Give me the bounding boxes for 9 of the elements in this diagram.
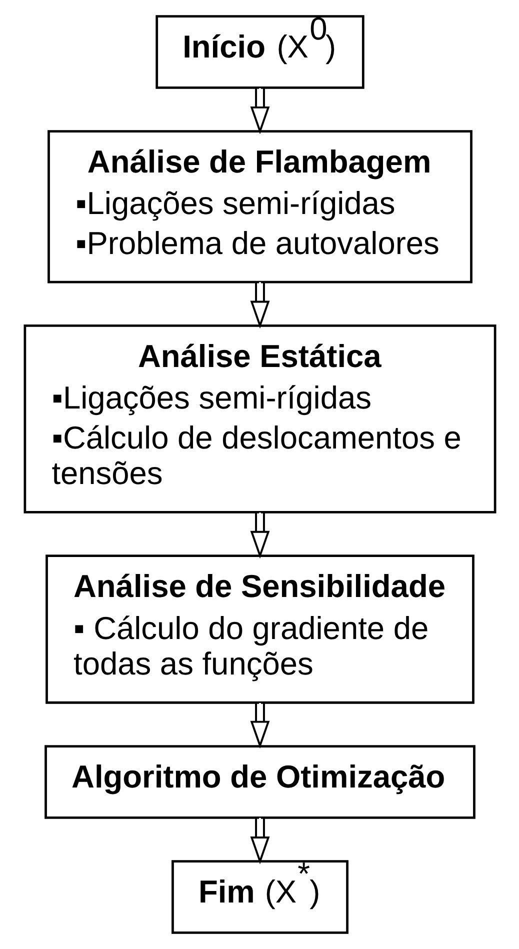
arrow bbox=[250, 282, 270, 329]
arrow bbox=[250, 512, 270, 559]
node-box: Análise de Sensibilidade ▪ Cálculo do gradiente de todas as funções bbox=[45, 554, 474, 704]
node-box: Análise de Flambagem ▪Ligações semi-rígidas ▪Problema de autovalores bbox=[47, 130, 472, 284]
node-box: Análise Estática ▪Ligações semi-rígidas ▪Cálculo de deslocamentos e tensões bbox=[23, 324, 496, 514]
arrow bbox=[250, 88, 270, 134]
node-box: Algoritmo de Otimização bbox=[44, 745, 475, 819]
arrow bbox=[250, 818, 270, 864]
arrow bbox=[250, 702, 270, 749]
